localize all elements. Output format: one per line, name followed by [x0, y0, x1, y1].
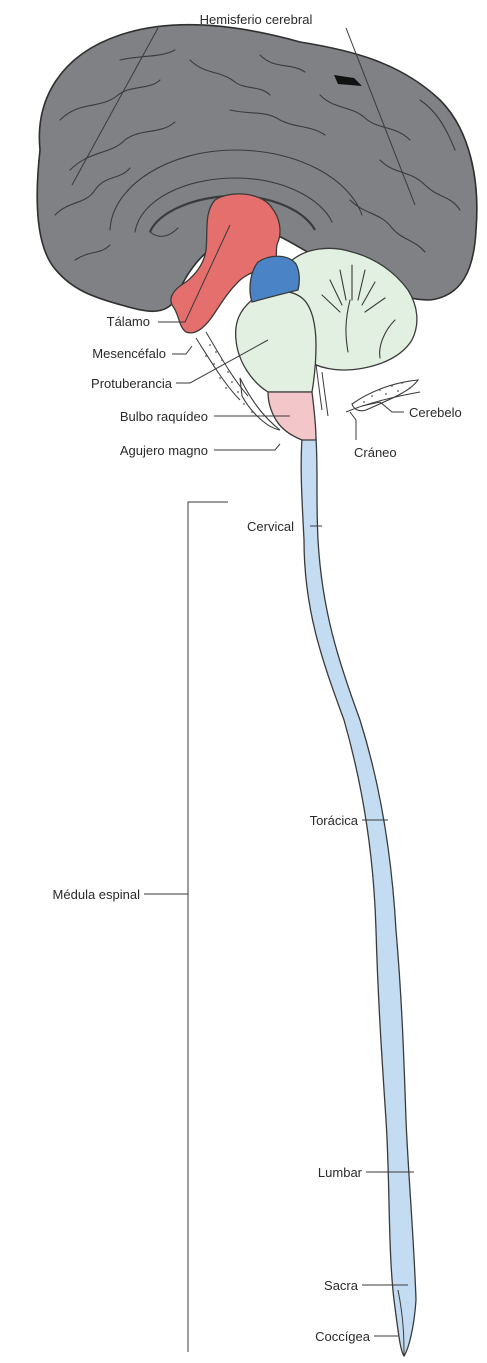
spinal-bracket	[188, 502, 228, 1352]
label-toracica: Torácica	[310, 813, 359, 828]
label-cervical: Cervical	[247, 519, 294, 534]
leader-mesencefalo	[172, 346, 192, 354]
label-mesencefalo: Mesencéfalo	[92, 346, 166, 361]
label-lumbar: Lumbar	[318, 1165, 363, 1180]
label-coccigea: Coccígea	[315, 1329, 371, 1344]
pons	[236, 291, 316, 392]
label-cerebelo: Cerebelo	[409, 405, 462, 420]
label-agujero-magno: Agujero magno	[120, 443, 208, 458]
label-hemisferio-cerebral: Hemisferio cerebral	[200, 12, 313, 27]
label-craneo: Cráneo	[354, 445, 397, 460]
spinal-cord	[301, 438, 416, 1356]
label-protuberancia: Protuberancia	[91, 376, 173, 391]
label-medula-espinal: Médula espinal	[53, 887, 141, 902]
label-sacra: Sacra	[324, 1278, 359, 1293]
label-bulbo-raquideo: Bulbo raquídeo	[120, 409, 208, 424]
leader-craneo	[350, 412, 356, 440]
label-talamo: Tálamo	[107, 314, 150, 329]
leader-agujero	[214, 444, 280, 450]
